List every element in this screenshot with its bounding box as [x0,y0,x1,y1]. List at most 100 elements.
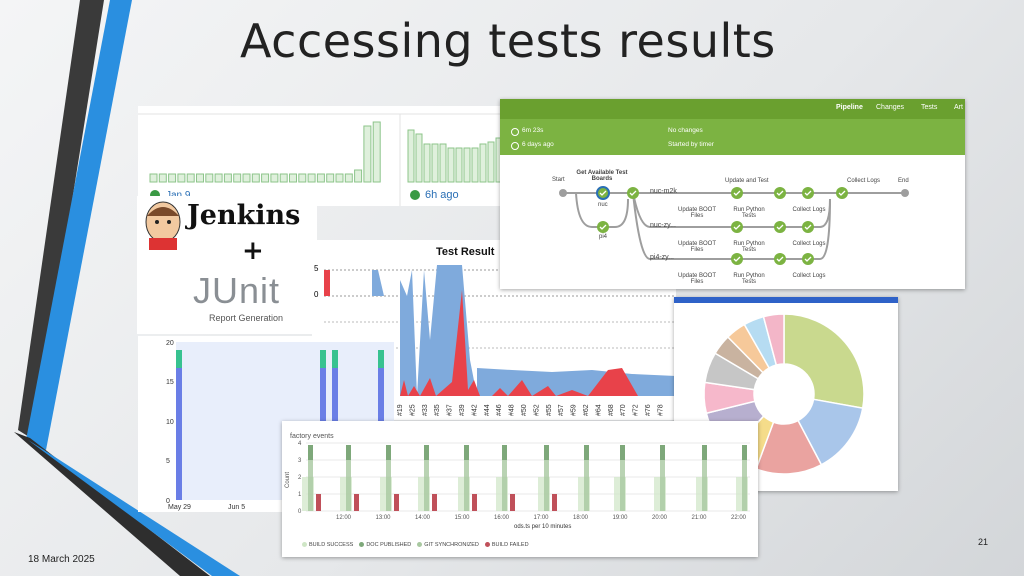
pipeline-stage-node[interactable] [774,221,786,233]
tab-tests[interactable]: Tests [921,104,938,111]
trend-bar[interactable] [431,143,439,183]
trend-bar[interactable] [279,173,288,183]
build-failed-bar[interactable] [316,494,321,511]
doc-published-bar[interactable] [584,445,589,460]
doc-published-bar[interactable] [544,445,549,460]
build-failed-bar[interactable] [510,494,515,511]
trend-bar[interactable] [423,143,431,183]
trend-bar[interactable] [289,173,297,183]
legend-label[interactable]: BUILD FAILED [491,542,529,548]
doc-published-bar[interactable] [742,445,747,460]
pipeline-stage-node[interactable] [597,221,609,233]
trend-bar[interactable] [354,169,363,183]
git-sync-bar[interactable] [424,460,429,511]
build-failed-bar[interactable] [472,494,477,511]
doc-published-bar[interactable] [346,445,351,460]
pipeline-stage-node[interactable] [802,253,814,265]
pipeline-stage-node[interactable] [774,253,786,265]
trend-bar[interactable] [316,173,325,183]
build-failed-bar[interactable] [432,494,437,511]
trend-bar[interactable] [455,147,463,183]
pipeline-stage-node[interactable] [627,187,639,199]
pipeline-stage-node[interactable] [802,221,814,233]
trend-bar[interactable] [233,173,242,183]
trend-left-time[interactable]: Jan 9 [166,190,190,201]
git-sync-bar[interactable] [386,460,391,511]
trend-bar[interactable] [298,173,307,183]
legend-label[interactable]: DOC PUBLISHED [366,542,412,548]
legend-label[interactable]: GIT SYNCHRONIZED [424,542,479,548]
trend-bar[interactable] [372,121,381,183]
pipeline-stage-node[interactable] [596,186,610,200]
build-failed-bar[interactable] [394,494,399,511]
tab-pipeline[interactable]: Pipeline [836,104,863,111]
trend-bar[interactable] [326,173,335,183]
pipeline-stage-node[interactable] [731,187,743,199]
legend-label[interactable]: BUILD SUCCESS [309,542,354,548]
trend-bar[interactable] [487,141,495,183]
trend-bar[interactable] [407,129,415,183]
passed-bar[interactable] [378,350,384,368]
pipeline-stage-node[interactable] [836,187,848,199]
trend-bar[interactable] [158,173,167,183]
changes-info: No changes [668,127,703,134]
build-failed-bar[interactable] [354,494,359,511]
doc-published-bar[interactable] [386,445,391,460]
git-sync-bar[interactable] [660,460,665,511]
doc-published-bar[interactable] [424,445,429,460]
doc-published-bar[interactable] [702,445,707,460]
tab-changes[interactable]: Changes [876,104,905,111]
pipeline-stage-node[interactable] [731,253,743,265]
doc-published-bar[interactable] [502,445,507,460]
trend-bar[interactable] [344,173,353,183]
pipeline-stage-node[interactable] [774,187,786,199]
trend-bar[interactable] [242,173,251,183]
trend-bar[interactable] [223,173,232,183]
git-sync-bar[interactable] [584,460,589,511]
trend-bar[interactable] [471,147,479,183]
failed-bar[interactable] [176,366,182,500]
doc-published-bar[interactable] [464,445,469,460]
trend-bar[interactable] [307,173,316,183]
trend-bar[interactable] [335,173,344,183]
trend-bar[interactable] [415,133,423,183]
pipeline-stage-node[interactable] [731,221,743,233]
passed-bar[interactable] [320,350,326,368]
trend-bar[interactable] [186,173,195,183]
build-failed-bar[interactable] [552,494,557,511]
git-sync-bar[interactable] [502,460,507,511]
git-sync-bar[interactable] [620,460,625,511]
check-icon [733,256,741,262]
pipeline-stage-node[interactable] [802,187,814,199]
trend-bar[interactable] [168,173,177,183]
trend-bar[interactable] [463,147,471,183]
trend-bar[interactable] [261,173,270,183]
doc-published-bar[interactable] [660,445,665,460]
trend-bar[interactable] [149,173,158,183]
passed-bar[interactable] [176,350,182,368]
trend-bar[interactable] [205,173,214,183]
trend-bar[interactable] [479,143,487,183]
trend-right-time[interactable]: 6h ago [425,189,459,201]
git-sync-bar[interactable] [308,460,313,511]
git-sync-bar[interactable] [544,460,549,511]
git-sync-bar[interactable] [742,460,747,511]
bar-x-tick: May 29 [168,504,191,511]
trend-bar[interactable] [270,173,279,183]
doc-published-bar[interactable] [620,445,625,460]
git-sync-bar[interactable] [464,460,469,511]
passed-bar[interactable] [332,350,338,368]
donut-slice[interactable] [762,313,785,366]
trend-bar[interactable] [177,173,186,183]
tab-artifacts[interactable]: Art [954,104,963,111]
trend-bar[interactable] [196,173,204,183]
trend-bar[interactable] [214,173,223,183]
trend-bar[interactable] [363,125,372,183]
doc-published-bar[interactable] [308,445,313,460]
trend-bar[interactable] [439,143,447,183]
donut-slice[interactable] [783,313,865,410]
trend-bar[interactable] [251,173,260,183]
git-sync-bar[interactable] [346,460,351,511]
git-sync-bar[interactable] [702,460,707,511]
trend-bar[interactable] [447,147,455,183]
